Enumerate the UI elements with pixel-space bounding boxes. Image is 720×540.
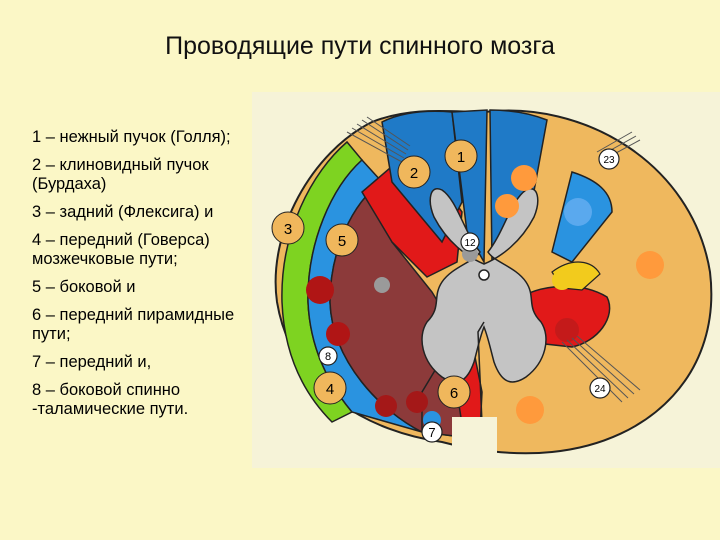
legend-item-7: 7 – передний и, [32,353,152,371]
yellow-dot [552,270,572,290]
label-1-text: 1 [457,149,465,166]
label-2: 2 [397,155,431,189]
label-1: 1 [444,139,478,173]
label-3-text: 3 [284,221,292,238]
legend-item-4: 4 – передний (Говерса) мозжечковые пути; [32,231,210,268]
dark-red-dot [406,391,428,413]
label-4: 4 [313,371,347,405]
label-23-text: 23 [603,155,615,166]
legend: 1 – нежный пучок (Голля); 2 – клиновидны… [32,128,237,428]
anterior-roots-right [561,335,641,403]
gray-dot [374,277,390,293]
label-2-text: 2 [410,165,418,182]
fissure-gap [452,417,497,468]
legend-item-3: 3 – задний (Флексига) и [32,203,214,221]
label-5: 5 [325,223,359,257]
orange-dot [636,251,664,279]
label-7: 7 [421,421,443,443]
label-8: 8 [318,346,338,366]
label-5-text: 5 [338,233,346,250]
label-24: 24 [589,377,611,399]
dark-red-dot [326,322,350,346]
legend-item-5: 5 – боковой и [32,278,136,296]
legend-item-2: 2 – клиновидный пучок (Бурдаха) [32,156,209,193]
label-24-text: 24 [594,384,606,395]
orange-dot [516,396,544,424]
label-6: 6 [437,375,471,409]
label-23: 23 [598,148,620,170]
dark-red-dot [375,395,397,417]
orange-dot [495,194,519,218]
label-4-text: 4 [326,381,334,398]
label-8-text: 8 [325,351,331,363]
label-3: 3 [271,211,305,245]
label-12: 12 [460,232,480,252]
dark-red-dot [555,318,579,342]
legend-item-1: 1 – нежный пучок (Голля); [32,128,231,146]
label-6-text: 6 [450,385,458,402]
page-title: Проводящие пути спинного мозга [165,32,555,60]
legend-item-8: 8 – боковой спинно -таламические пути. [32,381,189,418]
orange-dot [511,165,537,191]
gray-matter [421,188,547,383]
posterior-roots-left [346,116,411,163]
label-7-text: 7 [428,425,435,440]
spinal-cord-diagram: 1 2 3 5 4 6 7 8 12 23 24 [252,92,720,468]
label-12-text: 12 [464,238,476,249]
legend-item-6: 6 – передний пирамидные пути; [32,306,235,343]
dark-red-dot [306,276,334,304]
light-blue-dot [564,198,592,226]
central-canal [478,269,490,281]
